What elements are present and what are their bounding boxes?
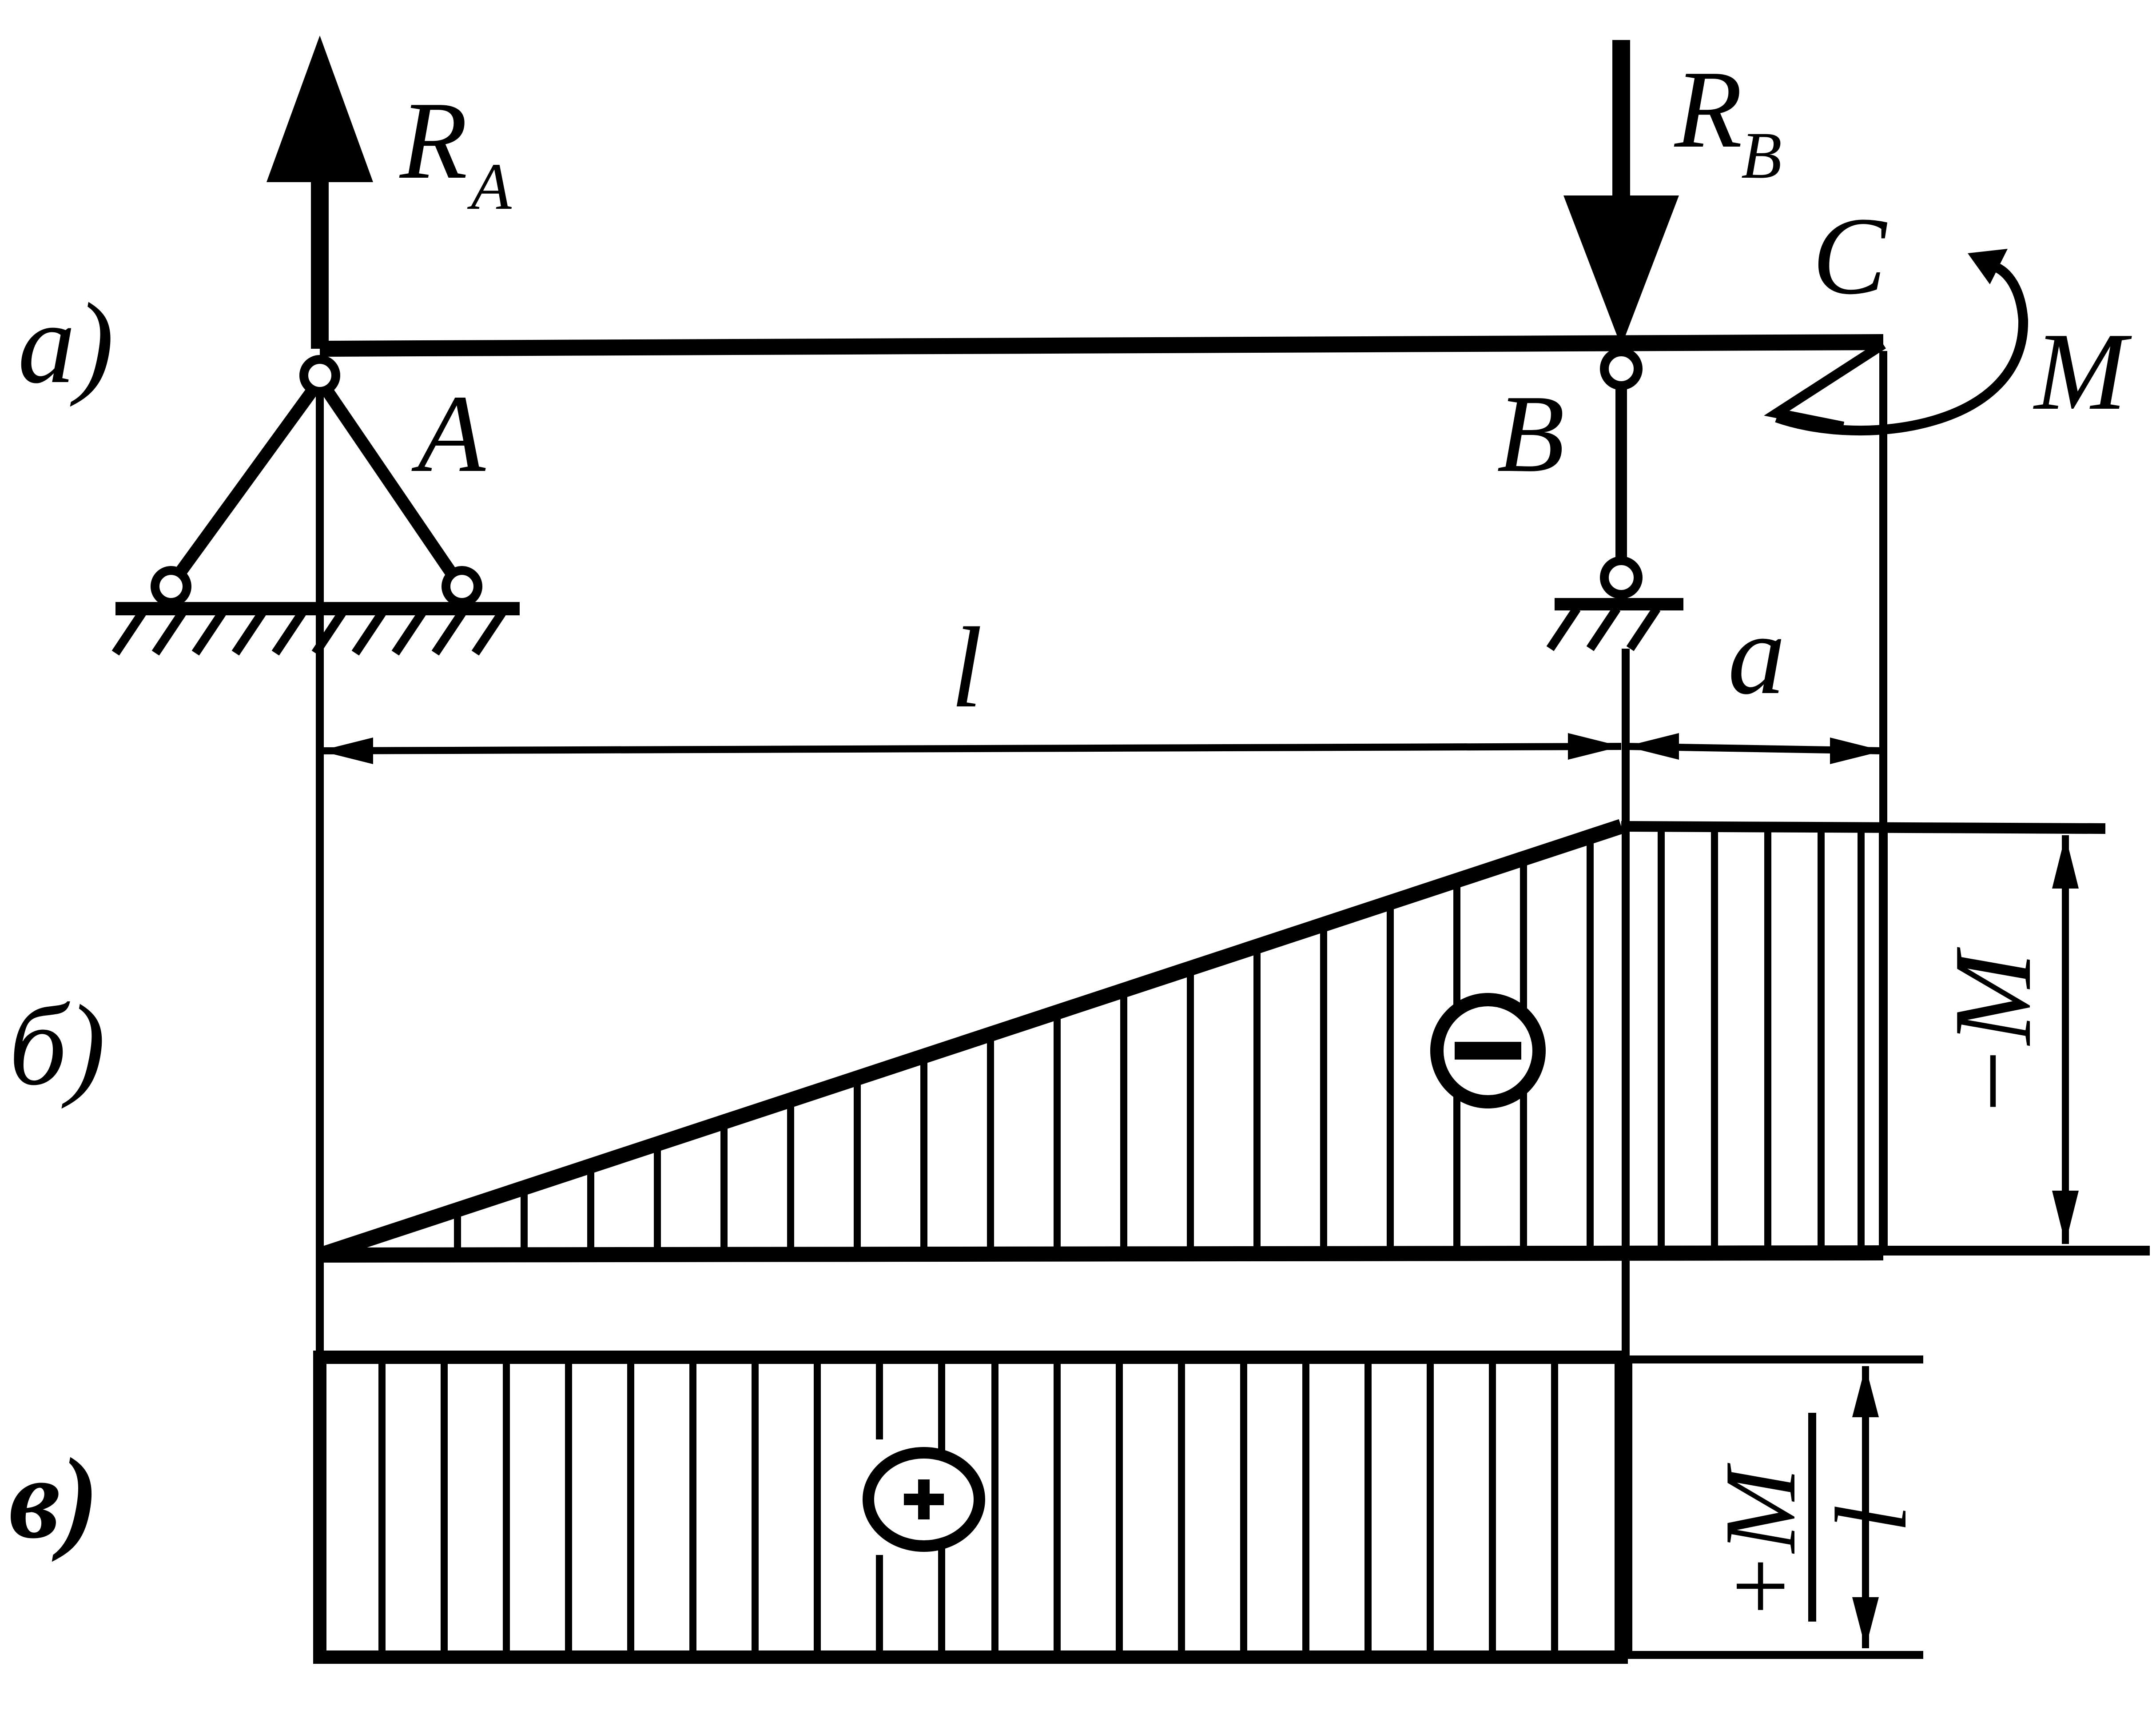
panel-label-a: a) [18, 279, 114, 407]
label-point-b: B [1497, 372, 1565, 495]
dimension-l [319, 733, 1622, 764]
label-ra: R [399, 79, 468, 202]
label-plus-m-over-l: +M l [1703, 1413, 1928, 1622]
plus-sign-circle [863, 1447, 985, 1552]
label-rb-subscript: B [1741, 119, 1782, 192]
moment-diagram [317, 819, 2150, 1263]
minus-sign-circle [1430, 993, 1546, 1108]
label-point-a: A [411, 372, 486, 495]
label-ra-subscript: A [467, 150, 512, 223]
shear-hatching [378, 1357, 1558, 1657]
label-minus-m: −M [1931, 947, 2054, 1120]
label-plus-m-denominator: l [1814, 1504, 1928, 1533]
reaction-rb-arrowhead [1563, 195, 1679, 347]
panel-label-b: б) [9, 981, 105, 1109]
label-rb: R [1674, 48, 1742, 171]
moment-m-symbol [1764, 249, 2029, 436]
panel-label-v: в) [9, 1435, 99, 1563]
moment-hatching [454, 827, 1865, 1255]
label-moment-m: M [2033, 310, 2132, 433]
support-b [1546, 347, 1683, 651]
label-point-c: C [1812, 195, 1888, 318]
dimension-plus-m-over-l [1852, 1366, 1879, 1648]
beam-scheme [111, 36, 2029, 1382]
dimension-minus-m [2052, 835, 2079, 1244]
beam [319, 334, 1884, 357]
reaction-ra-arrowhead [267, 36, 373, 182]
label-overhang-a: a [1728, 590, 1786, 718]
shear-diagram [313, 1351, 1923, 1664]
label-plus-m-numerator: +M [1703, 1463, 1817, 1622]
dimension-a [1625, 733, 1884, 764]
label-span-l: l [951, 604, 983, 732]
